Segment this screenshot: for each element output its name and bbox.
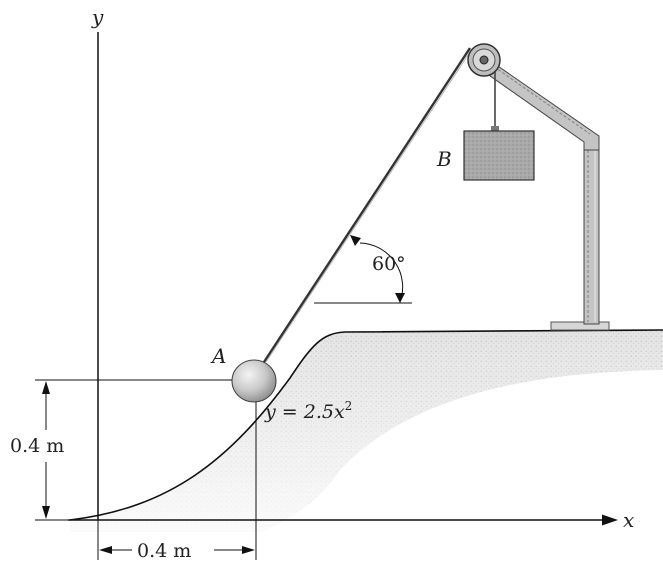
height-dimension: 0.4 m <box>10 379 232 521</box>
width-arrow-right-icon <box>242 546 255 554</box>
width-dimension-label: 0.4 m <box>137 540 191 562</box>
angle-label: 60° <box>372 253 406 275</box>
pulley-support <box>475 49 610 331</box>
height-arrow-up-icon <box>42 381 50 394</box>
curve-equation: y = 2.5x2 <box>264 399 352 423</box>
block-b <box>463 130 535 181</box>
width-arrow-left-icon <box>99 546 112 554</box>
ground <box>70 330 663 532</box>
support-base <box>550 321 610 331</box>
block-b-label: B <box>436 147 452 171</box>
ball-a <box>231 359 277 403</box>
y-axis-label: y <box>91 5 104 29</box>
pulley <box>467 43 501 77</box>
point-a-label: A <box>210 344 226 368</box>
x-axis-label: x <box>623 508 634 532</box>
support-post <box>583 147 600 325</box>
height-dimension-label: 0.4 m <box>10 435 64 457</box>
x-axis-arrow-icon <box>602 514 618 526</box>
axes: y x <box>68 5 634 532</box>
height-arrow-down-icon <box>42 506 50 519</box>
angle-arrow-upper-icon <box>350 235 361 246</box>
angle-arrow-lower-icon <box>395 293 405 303</box>
width-dimension: 0.4 m <box>97 402 257 562</box>
cable <box>262 47 472 363</box>
angle-indicator: 60° <box>314 235 412 304</box>
ground-curve <box>69 329 663 521</box>
